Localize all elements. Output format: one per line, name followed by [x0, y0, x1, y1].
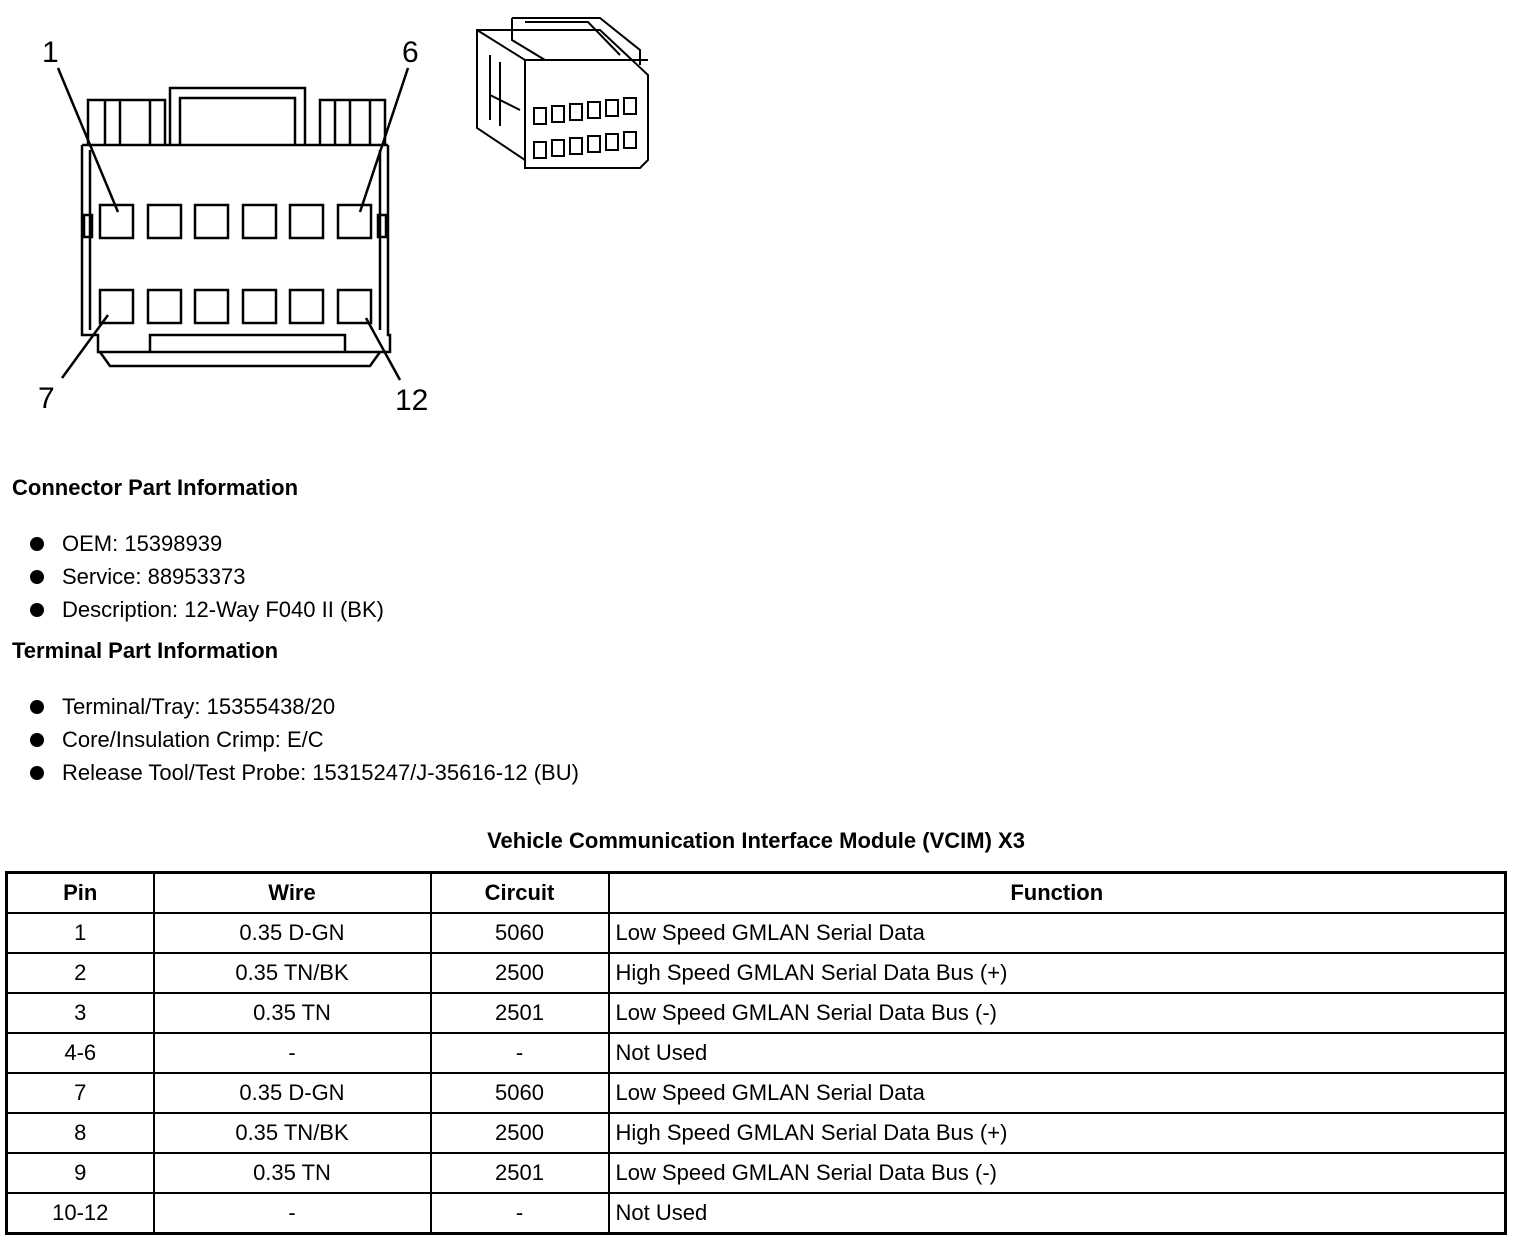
table-row: 1 0.35 D-GN 5060 Low Speed GMLAN Serial …: [5, 912, 1507, 954]
table-row: 10-12 - - Not Used: [5, 1192, 1507, 1235]
cell-pin: 8: [5, 1112, 155, 1154]
column-header-pin: Pin: [5, 871, 155, 914]
cell-circuit: 5060: [429, 1072, 610, 1114]
cell-circuit: 2501: [429, 992, 610, 1034]
cell-circuit: -: [429, 1032, 610, 1074]
list-item: Service: 88953373: [28, 560, 384, 593]
list-item: Core/Insulation Crimp: E/C: [28, 723, 579, 756]
cell-pin: 2: [5, 952, 155, 994]
list-item: Terminal/Tray: 15355438/20: [28, 690, 579, 723]
cell-function: Low Speed GMLAN Serial Data: [607, 912, 1507, 954]
cell-wire: -: [152, 1032, 432, 1074]
cell-wire: 0.35 D-GN: [152, 912, 432, 954]
cell-wire: -: [152, 1192, 432, 1235]
terminal-part-list: Terminal/Tray: 15355438/20 Core/Insulati…: [28, 690, 579, 789]
cell-circuit: 2501: [429, 1152, 610, 1194]
pin-label-7: 7: [38, 382, 55, 415]
connector-isometric-view: [476, 17, 649, 169]
cell-pin: 4-6: [5, 1032, 155, 1074]
bullet-icon: [30, 537, 44, 551]
cell-pin: 10-12: [5, 1192, 155, 1235]
bullet-icon: [30, 733, 44, 747]
connector-part-list: OEM: 15398939 Service: 88953373 Descript…: [28, 527, 384, 626]
cell-circuit: 2500: [429, 952, 610, 994]
connector-face-view: [56, 67, 410, 381]
cell-function: Low Speed GMLAN Serial Data Bus (-): [607, 992, 1507, 1034]
table-header-row: Pin Wire Circuit Function: [5, 871, 1507, 914]
cell-circuit: 2500: [429, 1112, 610, 1154]
column-header-function: Function: [607, 871, 1507, 914]
cell-function: High Speed GMLAN Serial Data Bus (+): [607, 1112, 1507, 1154]
connector-diagram: 1 6 7 12: [38, 17, 649, 417]
cell-pin: 7: [5, 1072, 155, 1114]
cell-function: High Speed GMLAN Serial Data Bus (+): [607, 952, 1507, 994]
column-header-circuit: Circuit: [429, 871, 610, 914]
pinout-table: Pin Wire Circuit Function 1 0.35 D-GN 50…: [5, 871, 1507, 1235]
bullet-icon: [30, 570, 44, 584]
table-row: 7 0.35 D-GN 5060 Low Speed GMLAN Serial …: [5, 1072, 1507, 1114]
cell-wire: 0.35 TN/BK: [152, 1112, 432, 1154]
cell-pin: 1: [5, 912, 155, 954]
cell-pin: 9: [5, 1152, 155, 1194]
cell-wire: 0.35 D-GN: [152, 1072, 432, 1114]
list-item: OEM: 15398939: [28, 527, 384, 560]
terminal-part-heading: Terminal Part Information: [12, 638, 279, 663]
bullet-icon: [30, 603, 44, 617]
pin-label-1: 1: [42, 36, 59, 69]
cell-wire: 0.35 TN: [152, 1152, 432, 1194]
list-item: Release Tool/Test Probe: 15315247/J-3561…: [28, 756, 579, 789]
pin-label-6: 6: [402, 36, 419, 69]
pin-label-12: 12: [395, 384, 428, 417]
cell-function: Low Speed GMLAN Serial Data: [607, 1072, 1507, 1114]
connector-part-heading: Connector Part Information: [12, 475, 299, 500]
table-row: 4-6 - - Not Used: [5, 1032, 1507, 1074]
cell-pin: 3: [5, 992, 155, 1034]
cell-function: Not Used: [607, 1032, 1507, 1074]
cell-wire: 0.35 TN/BK: [152, 952, 432, 994]
cell-function: Not Used: [607, 1192, 1507, 1235]
list-item: Description: 12-Way F040 II (BK): [28, 593, 384, 626]
cell-circuit: -: [429, 1192, 610, 1235]
bullet-icon: [30, 766, 44, 780]
table-row: 9 0.35 TN 2501 Low Speed GMLAN Serial Da…: [5, 1152, 1507, 1194]
table-title: Vehicle Communication Interface Module (…: [487, 828, 1025, 853]
table-row: 8 0.35 TN/BK 2500 High Speed GMLAN Seria…: [5, 1112, 1507, 1154]
table-row: 3 0.35 TN 2501 Low Speed GMLAN Serial Da…: [5, 992, 1507, 1034]
column-header-wire: Wire: [152, 871, 432, 914]
cell-function: Low Speed GMLAN Serial Data Bus (-): [607, 1152, 1507, 1194]
bullet-icon: [30, 700, 44, 714]
cell-circuit: 5060: [429, 912, 610, 954]
table-row: 2 0.35 TN/BK 2500 High Speed GMLAN Seria…: [5, 952, 1507, 994]
cell-wire: 0.35 TN: [152, 992, 432, 1034]
